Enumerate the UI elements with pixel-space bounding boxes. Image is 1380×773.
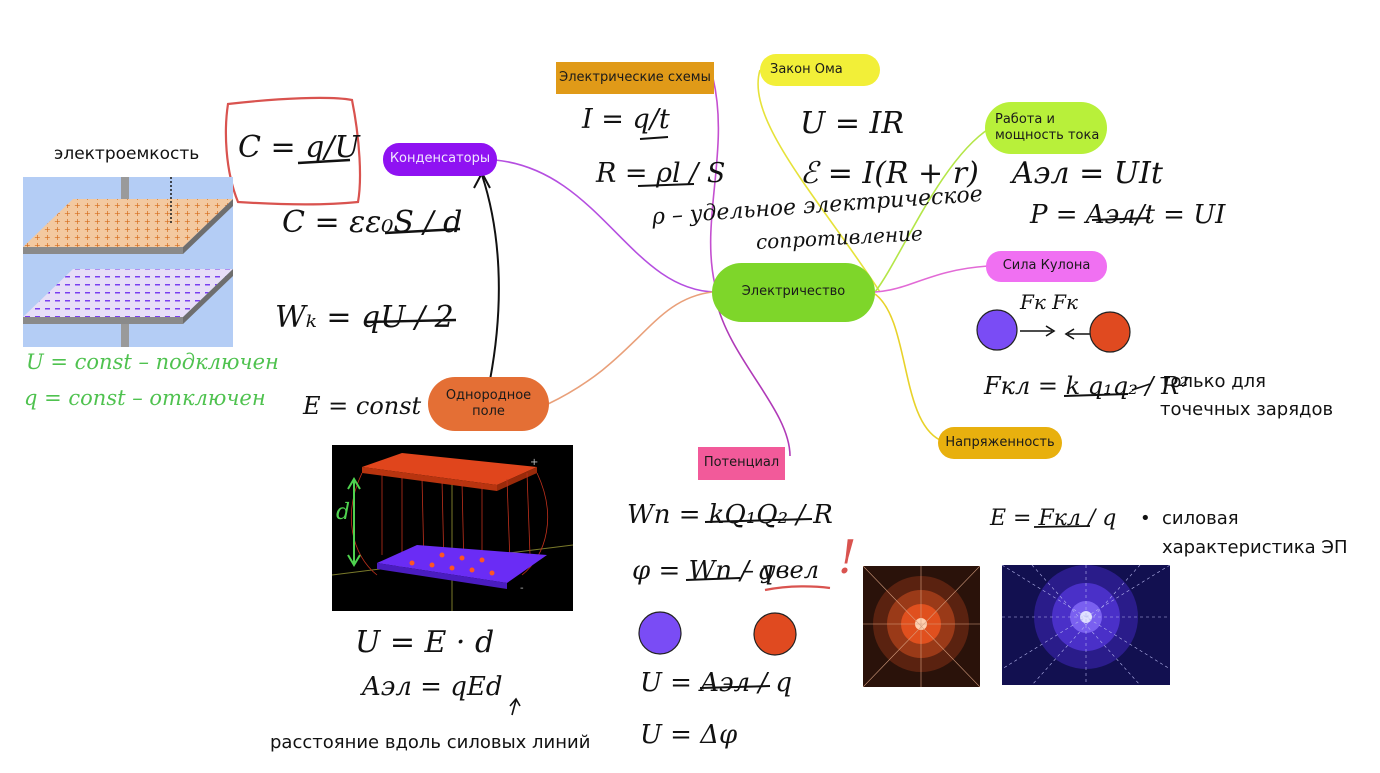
node-circuits-label: Электрические схемы bbox=[559, 69, 711, 85]
node-work-power[interactable]: Работа и мощность тока bbox=[985, 102, 1107, 154]
positive-field-image bbox=[863, 566, 980, 687]
formula-u-dphi: U = Δφ bbox=[640, 720, 738, 750]
link-intensity bbox=[874, 293, 941, 441]
node-intensity-label: Напряженность bbox=[945, 434, 1055, 450]
distance-note: расстояние вдоль силовых линий bbox=[270, 732, 591, 753]
svg-text:-: - bbox=[520, 583, 524, 594]
link-potential bbox=[715, 299, 791, 457]
field-characteristic-2: характеристика ЭП bbox=[1162, 537, 1348, 558]
formula-q-const: q = const – отключен bbox=[24, 386, 266, 410]
formula-emf: ℰ = I(R + r) bbox=[800, 156, 979, 191]
formula-p-ui: P = Aэл/t = UI bbox=[1030, 200, 1226, 230]
link-capacitors bbox=[494, 159, 716, 293]
node-intensity[interactable]: Напряженность bbox=[938, 427, 1062, 459]
link-work-power bbox=[874, 127, 991, 293]
formula-phi-note: – увел bbox=[742, 556, 820, 584]
formula-u-ir: U = IR bbox=[800, 106, 904, 141]
distance-d-label: d bbox=[336, 500, 351, 525]
node-uniform-field[interactable]: Однородное поле bbox=[428, 377, 549, 431]
formula-fk-labels: Fк Fк bbox=[1020, 290, 1078, 314]
formula-e-const: E = const bbox=[303, 392, 422, 420]
formula-r-pl-s: R = ρl / S bbox=[596, 158, 726, 189]
formula-wk: Wₖ = qU / 2 bbox=[275, 300, 454, 335]
capacitance-label: электроемкость bbox=[54, 144, 200, 164]
point-charges-note-1: только для bbox=[1160, 371, 1266, 392]
link-ohm bbox=[757, 69, 881, 293]
node-uniform-field-label-1: Однородное bbox=[445, 387, 532, 403]
node-potential[interactable]: Потенциал bbox=[698, 447, 785, 480]
node-electricity[interactable]: Электричество bbox=[712, 263, 875, 322]
node-coulomb[interactable]: Сила Кулона bbox=[986, 251, 1107, 282]
potential-red-charge bbox=[753, 612, 797, 656]
node-capacitors[interactable]: Конденсаторы bbox=[383, 143, 497, 176]
formula-e-def: E = Fкл / q bbox=[990, 506, 1117, 531]
coulomb-blue-charge bbox=[976, 309, 1018, 351]
formula-coulomb-law: Fкл = k q₁q₂ / R² bbox=[984, 372, 1189, 400]
point-charges-note-2: точечных зарядов bbox=[1160, 399, 1334, 420]
node-work-power-label-2: мощность тока bbox=[995, 128, 1100, 143]
formula-u-a-q: U = Aэл / q bbox=[640, 668, 793, 698]
svg-text:+: + bbox=[530, 457, 538, 468]
link-circuits bbox=[709, 77, 720, 286]
formula-i-q-t: I = q/t bbox=[582, 104, 670, 135]
formula-exclamation: ! bbox=[838, 530, 857, 584]
uniform-field-image: + - bbox=[332, 445, 573, 611]
formula-c-eps: C = εε₀S / d bbox=[282, 205, 463, 240]
negative-field-image bbox=[1002, 565, 1170, 685]
formula-u-const: U = const – подключен bbox=[26, 350, 279, 374]
formula-a-uit: Aэл = UIt bbox=[1012, 156, 1163, 191]
node-work-power-label-1: Работа и bbox=[995, 111, 1055, 127]
highlight-box bbox=[224, 96, 362, 206]
capacitor-plates-image: + bbox=[23, 177, 233, 347]
node-ohm[interactable]: Закон Ома bbox=[760, 54, 880, 86]
link-uniform-field bbox=[547, 291, 713, 405]
arrow-field-to-capacitors bbox=[481, 174, 500, 381]
formula-u-ed: U = E · d bbox=[355, 625, 495, 660]
node-uniform-field-label-2: поле bbox=[472, 404, 505, 419]
node-potential-label: Потенциал bbox=[703, 455, 780, 471]
formula-wp: Wп = kQ₁Q₂ / R bbox=[627, 500, 833, 530]
node-coulomb-label: Сила Кулона bbox=[1002, 258, 1091, 274]
formula-a-qed: Aэл = qEd bbox=[362, 672, 503, 702]
formula-phi: φ = Wп / q bbox=[632, 556, 774, 586]
node-circuits[interactable]: Электрические схемы bbox=[556, 62, 714, 94]
field-characteristic-1: силовая bbox=[1162, 508, 1239, 529]
field-bullet: • bbox=[1140, 508, 1151, 529]
node-capacitors-label: Конденсаторы bbox=[389, 151, 491, 167]
formula-c-q-u: C = q/U bbox=[238, 130, 360, 165]
node-electricity-label: Электричество bbox=[741, 284, 846, 300]
node-ohm-label: Закон Ома bbox=[770, 61, 843, 77]
coulomb-red-charge bbox=[1089, 311, 1131, 353]
link-coulomb bbox=[874, 265, 989, 293]
potential-blue-charge bbox=[638, 611, 682, 655]
